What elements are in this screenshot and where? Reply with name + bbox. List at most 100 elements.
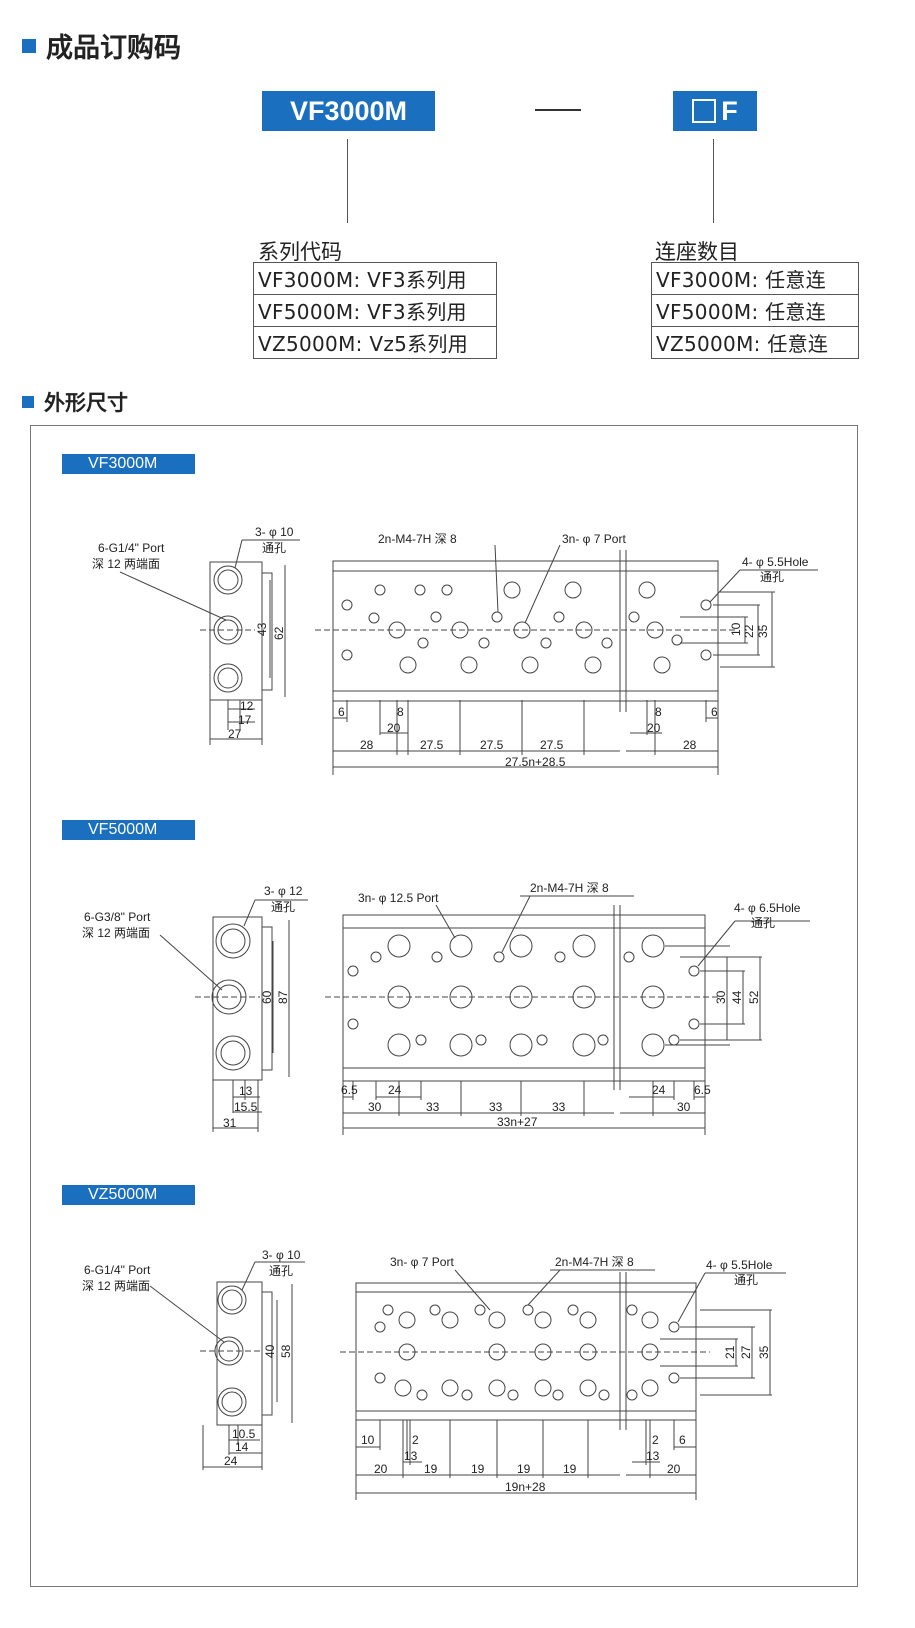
dim-label: 21 [723, 1345, 737, 1359]
dim-label: 62 [272, 626, 286, 640]
port-hole-label: 3n- φ 7 Port [562, 532, 626, 546]
table-row: VF3000M: 任意连 [651, 262, 859, 295]
dim-label: 15.5 [234, 1100, 258, 1114]
dim-label: 20 [667, 1462, 681, 1476]
drawing-vf5000m: 6-G3/8" Port 深 12 两端面 3- φ 12 通孔 60 87 1… [82, 881, 810, 1135]
dim-label: 2 [652, 1433, 659, 1447]
side-view [149, 1261, 305, 1470]
dim-label: 33 [426, 1100, 440, 1114]
dim-label: 13 [646, 1449, 660, 1463]
dim-label: 20 [647, 721, 661, 735]
series-tag-vf5000m: VF5000M [62, 820, 195, 840]
port-hole-label: 3n- φ 7 Port [390, 1255, 454, 1269]
port-depth-label: 深 12 两端面 [82, 926, 150, 940]
dim-label: 33 [552, 1100, 566, 1114]
dim-label: 33 [489, 1100, 503, 1114]
station-count-box: F [673, 91, 757, 131]
dimension-drawing-frame [30, 425, 858, 1587]
dim-label: 24 [224, 1454, 238, 1468]
dim-label: 31 [223, 1116, 237, 1130]
dim-label: 27.5 [420, 738, 444, 752]
mount-hole-label: 4- φ 5.5Hole [706, 1258, 773, 1272]
dim-label: 13 [404, 1449, 418, 1463]
dim-label: 19 [563, 1462, 577, 1476]
dim-label: 58 [279, 1344, 293, 1358]
front-view [340, 1269, 786, 1500]
table-cell: VZ5000M: 任意连 [651, 326, 859, 359]
dim-label: 35 [757, 1345, 771, 1359]
table-cell: VZ5000M: Vz5系列用 [253, 326, 497, 359]
model-code-box: VF3000M [262, 91, 435, 131]
dim-label: 6.5 [341, 1083, 358, 1097]
dim-label: 43 [255, 622, 269, 636]
table-cell: VF5000M: 任意连 [651, 294, 859, 327]
square-bullet-icon [22, 396, 34, 408]
dim-label: 8 [655, 705, 662, 719]
port-hole-label: 3n- φ 12.5 Port [358, 891, 439, 905]
mount-hole-note: 通孔 [751, 916, 775, 930]
dim-label: 6 [711, 705, 718, 719]
leader-line-series [347, 139, 348, 223]
square-bullet-icon [22, 38, 36, 53]
through-hole-label: 3- φ 10 [255, 525, 294, 539]
dim-label: 24 [652, 1083, 666, 1097]
dim-label: 28 [683, 738, 697, 752]
table-row: VF5000M: 任意连 [651, 294, 859, 327]
dim-label: 12 [240, 699, 254, 713]
dim-label: 87 [276, 990, 290, 1004]
thread-label: 2n-M4-7H 深 8 [378, 532, 457, 546]
table-row: VZ5000M: 任意连 [651, 326, 859, 359]
section-title-dimensions: 外形尺寸 [22, 387, 128, 417]
station-count-table: VF3000M: 任意连 VF5000M: 任意连 VZ5000M: 任意连 [651, 262, 859, 359]
dim-label: 60 [260, 990, 274, 1004]
mount-hole-label: 4- φ 6.5Hole [734, 901, 801, 915]
dim-label: 10 [729, 622, 743, 636]
dim-label: 6 [338, 705, 345, 719]
side-view [119, 539, 300, 745]
port-label: 6-G1/4" Port [98, 541, 165, 555]
front-view [315, 544, 818, 775]
series-tag-vf3000m: VF3000M [62, 454, 195, 474]
order-code-title: 成品订购码 [46, 33, 181, 64]
dim-label: 40 [263, 1344, 277, 1358]
station-suffix-text: F [721, 95, 738, 126]
dim-label: 52 [747, 990, 761, 1004]
section-title-order-code: 成品订购码 [22, 26, 181, 65]
total-length-label: 27.5n+28.5 [505, 755, 566, 769]
table-cell: VF5000M: VF3系列用 [253, 294, 497, 327]
port-depth-label: 深 12 两端面 [82, 1279, 150, 1293]
drawing-vz5000m: 6-G1/4" Port 深 12 两端面 3- φ 10 通孔 40 58 1… [82, 1248, 786, 1500]
dim-label: 6 [679, 1433, 686, 1447]
dim-label: 27 [739, 1345, 753, 1359]
mount-hole-note: 通孔 [760, 570, 784, 584]
dim-label: 35 [756, 624, 770, 638]
mount-hole-label: 4- φ 5.5Hole [742, 555, 809, 569]
station-count-header: 连座数目 [655, 240, 739, 264]
dim-label: 8 [397, 705, 404, 719]
dim-label: 10 [361, 1433, 375, 1447]
through-hole-note: 通孔 [269, 1264, 293, 1278]
through-hole-note: 通孔 [262, 541, 286, 555]
dim-label: 27.5 [540, 738, 564, 752]
dim-label: 27 [228, 727, 242, 741]
dim-label: 30 [677, 1100, 691, 1114]
dim-label: 44 [730, 990, 744, 1004]
series-tag-vz5000m: VZ5000M [62, 1185, 195, 1205]
dim-label: 2 [412, 1433, 419, 1447]
dim-label: 30 [368, 1100, 382, 1114]
dim-label: 17 [238, 713, 252, 727]
dim-label: 22 [742, 624, 756, 638]
total-length-label: 19n+28 [505, 1480, 546, 1494]
blank-square-icon [692, 99, 717, 123]
leader-line-count [713, 139, 714, 223]
port-label: 6-G1/4" Port [84, 1263, 151, 1277]
table-row: VF5000M: VF3系列用 [253, 294, 497, 327]
dim-label: 20 [374, 1462, 388, 1476]
thread-label: 2n-M4-7H 深 8 [555, 1255, 634, 1269]
dim-label: 6.5 [694, 1083, 711, 1097]
model-code-text: VF3000M [289, 95, 408, 126]
thread-label: 2n-M4-7H 深 8 [530, 881, 609, 895]
dim-label: 27.5 [480, 738, 504, 752]
through-hole-label: 3- φ 12 [264, 884, 303, 898]
